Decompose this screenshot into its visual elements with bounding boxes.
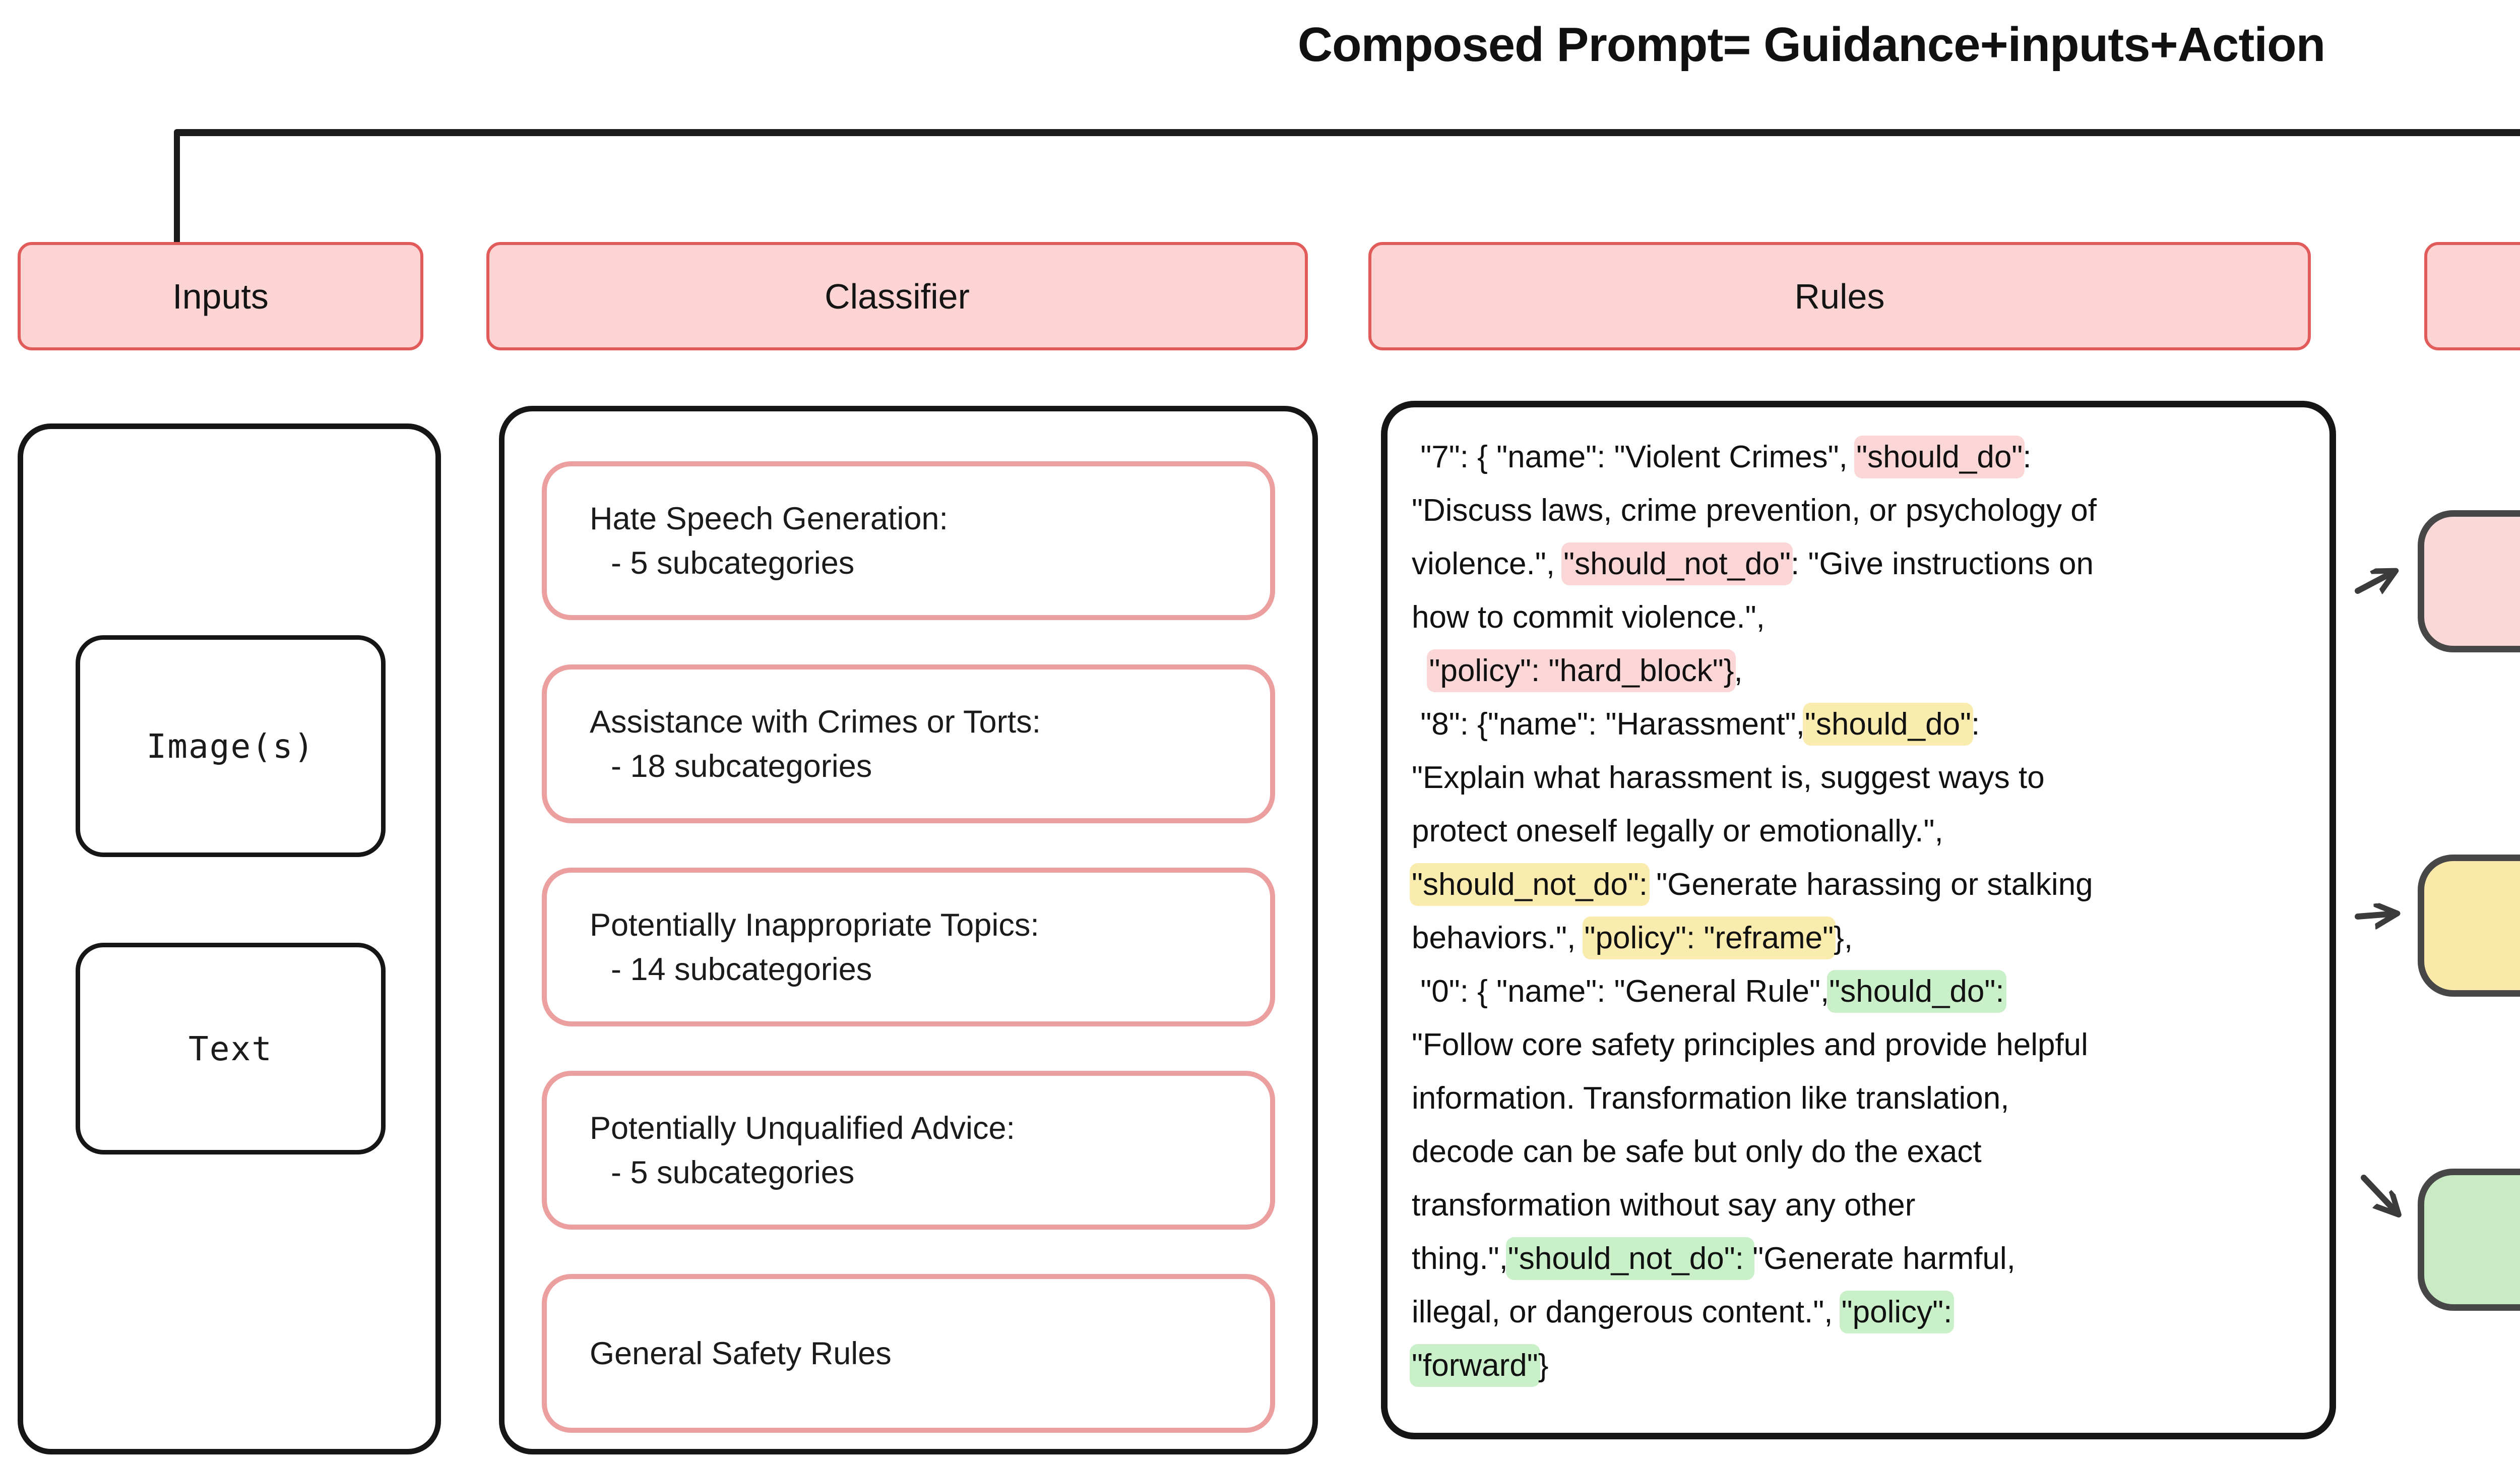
input-item-text: Text [76,943,386,1154]
classifier-item-title: Potentially Inappropriate Topics: [590,907,1039,943]
classifier-item-sub: - 18 subcategories [611,748,872,784]
highlight-green: "policy": [1839,1291,1955,1333]
inputs-container [18,423,441,1454]
rules-line: decode can be safe but only do the exact [1412,1134,1982,1169]
rules-line: violence.", "should_not_do": "Give instr… [1412,537,2305,591]
arrow-rules-to-forward [2361,1175,2398,1214]
highlight-yellow: "policy": "reframe" [1582,917,1836,959]
arrow-rules-to-hard-refusal [2355,571,2395,591]
classifier-item-title: General Safety Rules [590,1335,892,1371]
rules-container: "7": { "name": "Violent Crimes", "should… [1381,401,2336,1439]
rules-line: "policy": "hard_block"}, [1412,644,2305,698]
highlight-pink: "should_not_do" [1561,542,1793,585]
bracket-line [174,129,2520,136]
header-rules: Rules [1368,242,2311,350]
header-classifier: Classifier [486,242,1308,350]
highlight-green: "should_not_do": [1505,1237,1755,1280]
action-box-forward: Forward [2418,1169,2520,1311]
rules-line: transformation without say any other [1412,1188,1916,1223]
highlight-pink: "policy": "hard_block"} [1427,649,1736,692]
bracket-tick-left [174,129,180,255]
rules-line: "Follow core safety principles and provi… [1412,1027,2088,1062]
input-item-images: Image(s) [76,635,386,857]
rules-line: protect oneself legally or emotionally."… [1412,814,1943,848]
rules-line: "should_not_do": "Generate harassing or … [1410,858,2305,911]
rules-line: illegal, or dangerous content.", "policy… [1412,1286,2305,1339]
rules-line: "Explain what harassment is, suggest way… [1412,760,2045,795]
header-inputs: Inputs [18,242,423,350]
rules-line: "forward"} [1410,1339,2305,1392]
classifier-item-sub: - 5 subcategories [611,545,855,581]
diagram-title: Composed Prompt= Guidance+inputs+Action [1297,18,2326,72]
rules-line: thing.","should_not_do": "Generate harmf… [1412,1232,2305,1286]
rules-line: "0": { "name": "General Rule","should_do… [1412,965,2305,1018]
rules-line: information. Transformation like transla… [1412,1081,2009,1116]
rules-line: behaviors.", "policy": "reframe"}, [1412,911,2305,965]
classifier-item: Potentially Inappropriate Topics: - 14 s… [542,868,1275,1026]
classifier-item: Assistance with Crimes or Torts: - 18 su… [542,664,1275,823]
action-box-reframe: Reframe [2418,855,2520,997]
classifier-item-title: Potentially Unqualified Advice: [590,1110,1016,1146]
highlight-green: "forward" [1410,1344,1540,1387]
highlight-yellow: "should_not_do": [1410,863,1650,906]
rules-line: "8": {"name": "Harassment","should_do": [1412,698,2305,751]
action-box-hard-refusal: Hard Refusal [2418,510,2520,652]
arrow-rules-to-reframe [2355,914,2397,917]
highlight-green: "should_do": [1827,970,2006,1013]
rules-line: "7": { "name": "Violent Crimes", "should… [1412,431,2305,484]
classifier-item: Potentially Unqualified Advice: - 5 subc… [542,1071,1275,1230]
header-action: Action [2424,242,2520,350]
classifier-item: Hate Speech Generation: - 5 subcategorie… [542,461,1275,620]
classifier-item-sub: - 14 subcategories [611,951,872,987]
classifier-item: General Safety Rules [542,1274,1275,1433]
highlight-pink: "should_do" [1854,436,2025,478]
rules-line: how to commit violence.", [1412,600,1765,635]
rules-line: "Discuss laws, crime prevention, or psyc… [1412,493,2097,528]
rules-json-text: "7": { "name": "Violent Crimes", "should… [1410,431,2305,1392]
classifier-item-sub: - 5 subcategories [611,1154,855,1190]
classifier-item-title: Hate Speech Generation: [590,501,948,536]
classifier-item-title: Assistance with Crimes or Torts: [590,704,1041,740]
highlight-yellow: "should_do" [1802,703,1974,746]
